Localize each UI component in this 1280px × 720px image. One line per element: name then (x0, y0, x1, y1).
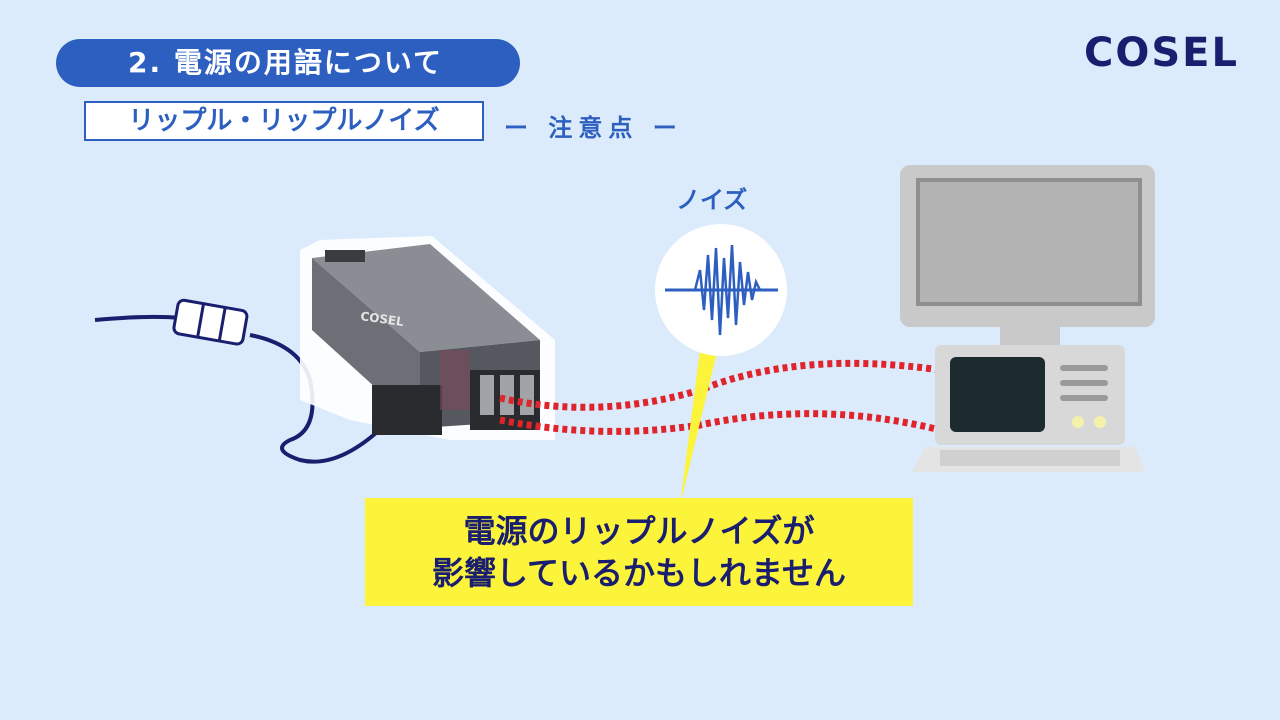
subtitle: ー 注意点 ー (504, 114, 683, 142)
cosel-logo: COSEL (1084, 30, 1239, 76)
svg-text:COSEL: COSEL (360, 309, 405, 329)
callout-line-1: 電源のリップルノイズが (463, 512, 815, 550)
power-supply-icon: COSEL (300, 236, 555, 440)
noise-waveform-icon (655, 224, 787, 505)
computer-icon (900, 165, 1155, 472)
plug-icon (94, 298, 392, 464)
callout-box: 電源のリップルノイズが 影響しているかもしれません (365, 498, 913, 606)
term-title: リップル・リップルノイズ (84, 101, 484, 141)
section-title: 2. 電源の用語について (56, 39, 520, 87)
callout-line-2: 影響しているかもしれません (431, 554, 847, 592)
noise-label: ノイズ (676, 186, 748, 214)
noise-cables (499, 359, 941, 435)
